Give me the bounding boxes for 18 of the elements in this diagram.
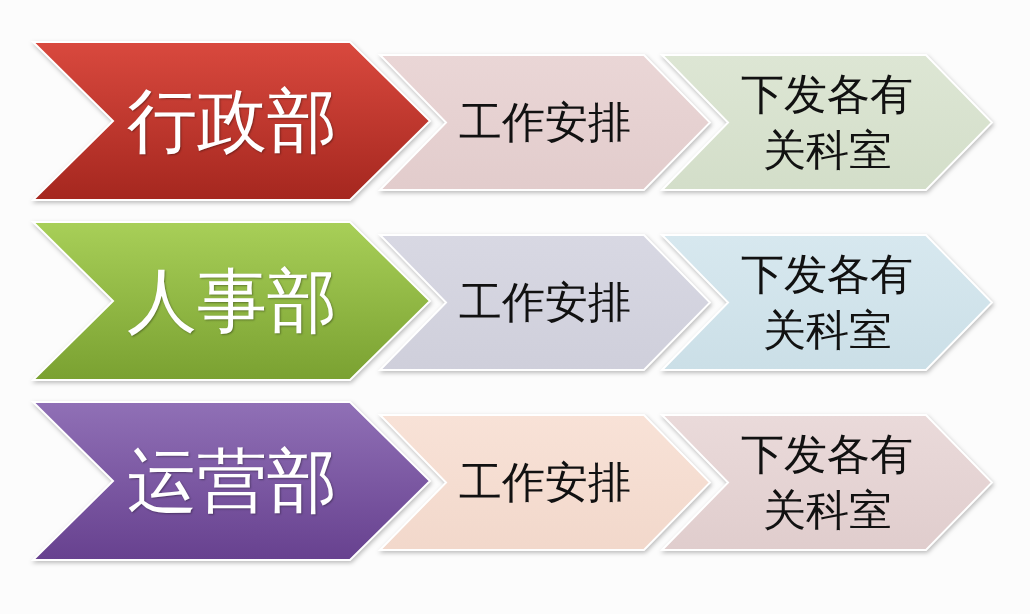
step-label: 工作安排	[458, 275, 632, 329]
step-label: 下发各有关科室	[740, 67, 914, 177]
step-label: 工作安排	[458, 95, 632, 149]
department-label: 运营部	[125, 438, 338, 524]
step-label: 下发各有关科室	[740, 247, 914, 357]
process-step	[662, 415, 992, 550]
process-step	[380, 55, 710, 190]
process-step	[662, 55, 992, 190]
step-label: 下发各有关科室	[740, 427, 914, 537]
process-step	[33, 402, 430, 560]
department-label: 行政部	[125, 78, 338, 164]
step-label: 工作安排	[458, 455, 632, 509]
process-step	[33, 222, 430, 380]
process-step	[380, 235, 710, 370]
process-step	[662, 235, 992, 370]
process-step	[33, 42, 430, 200]
process-step	[380, 415, 710, 550]
department-label: 人事部	[125, 258, 338, 344]
